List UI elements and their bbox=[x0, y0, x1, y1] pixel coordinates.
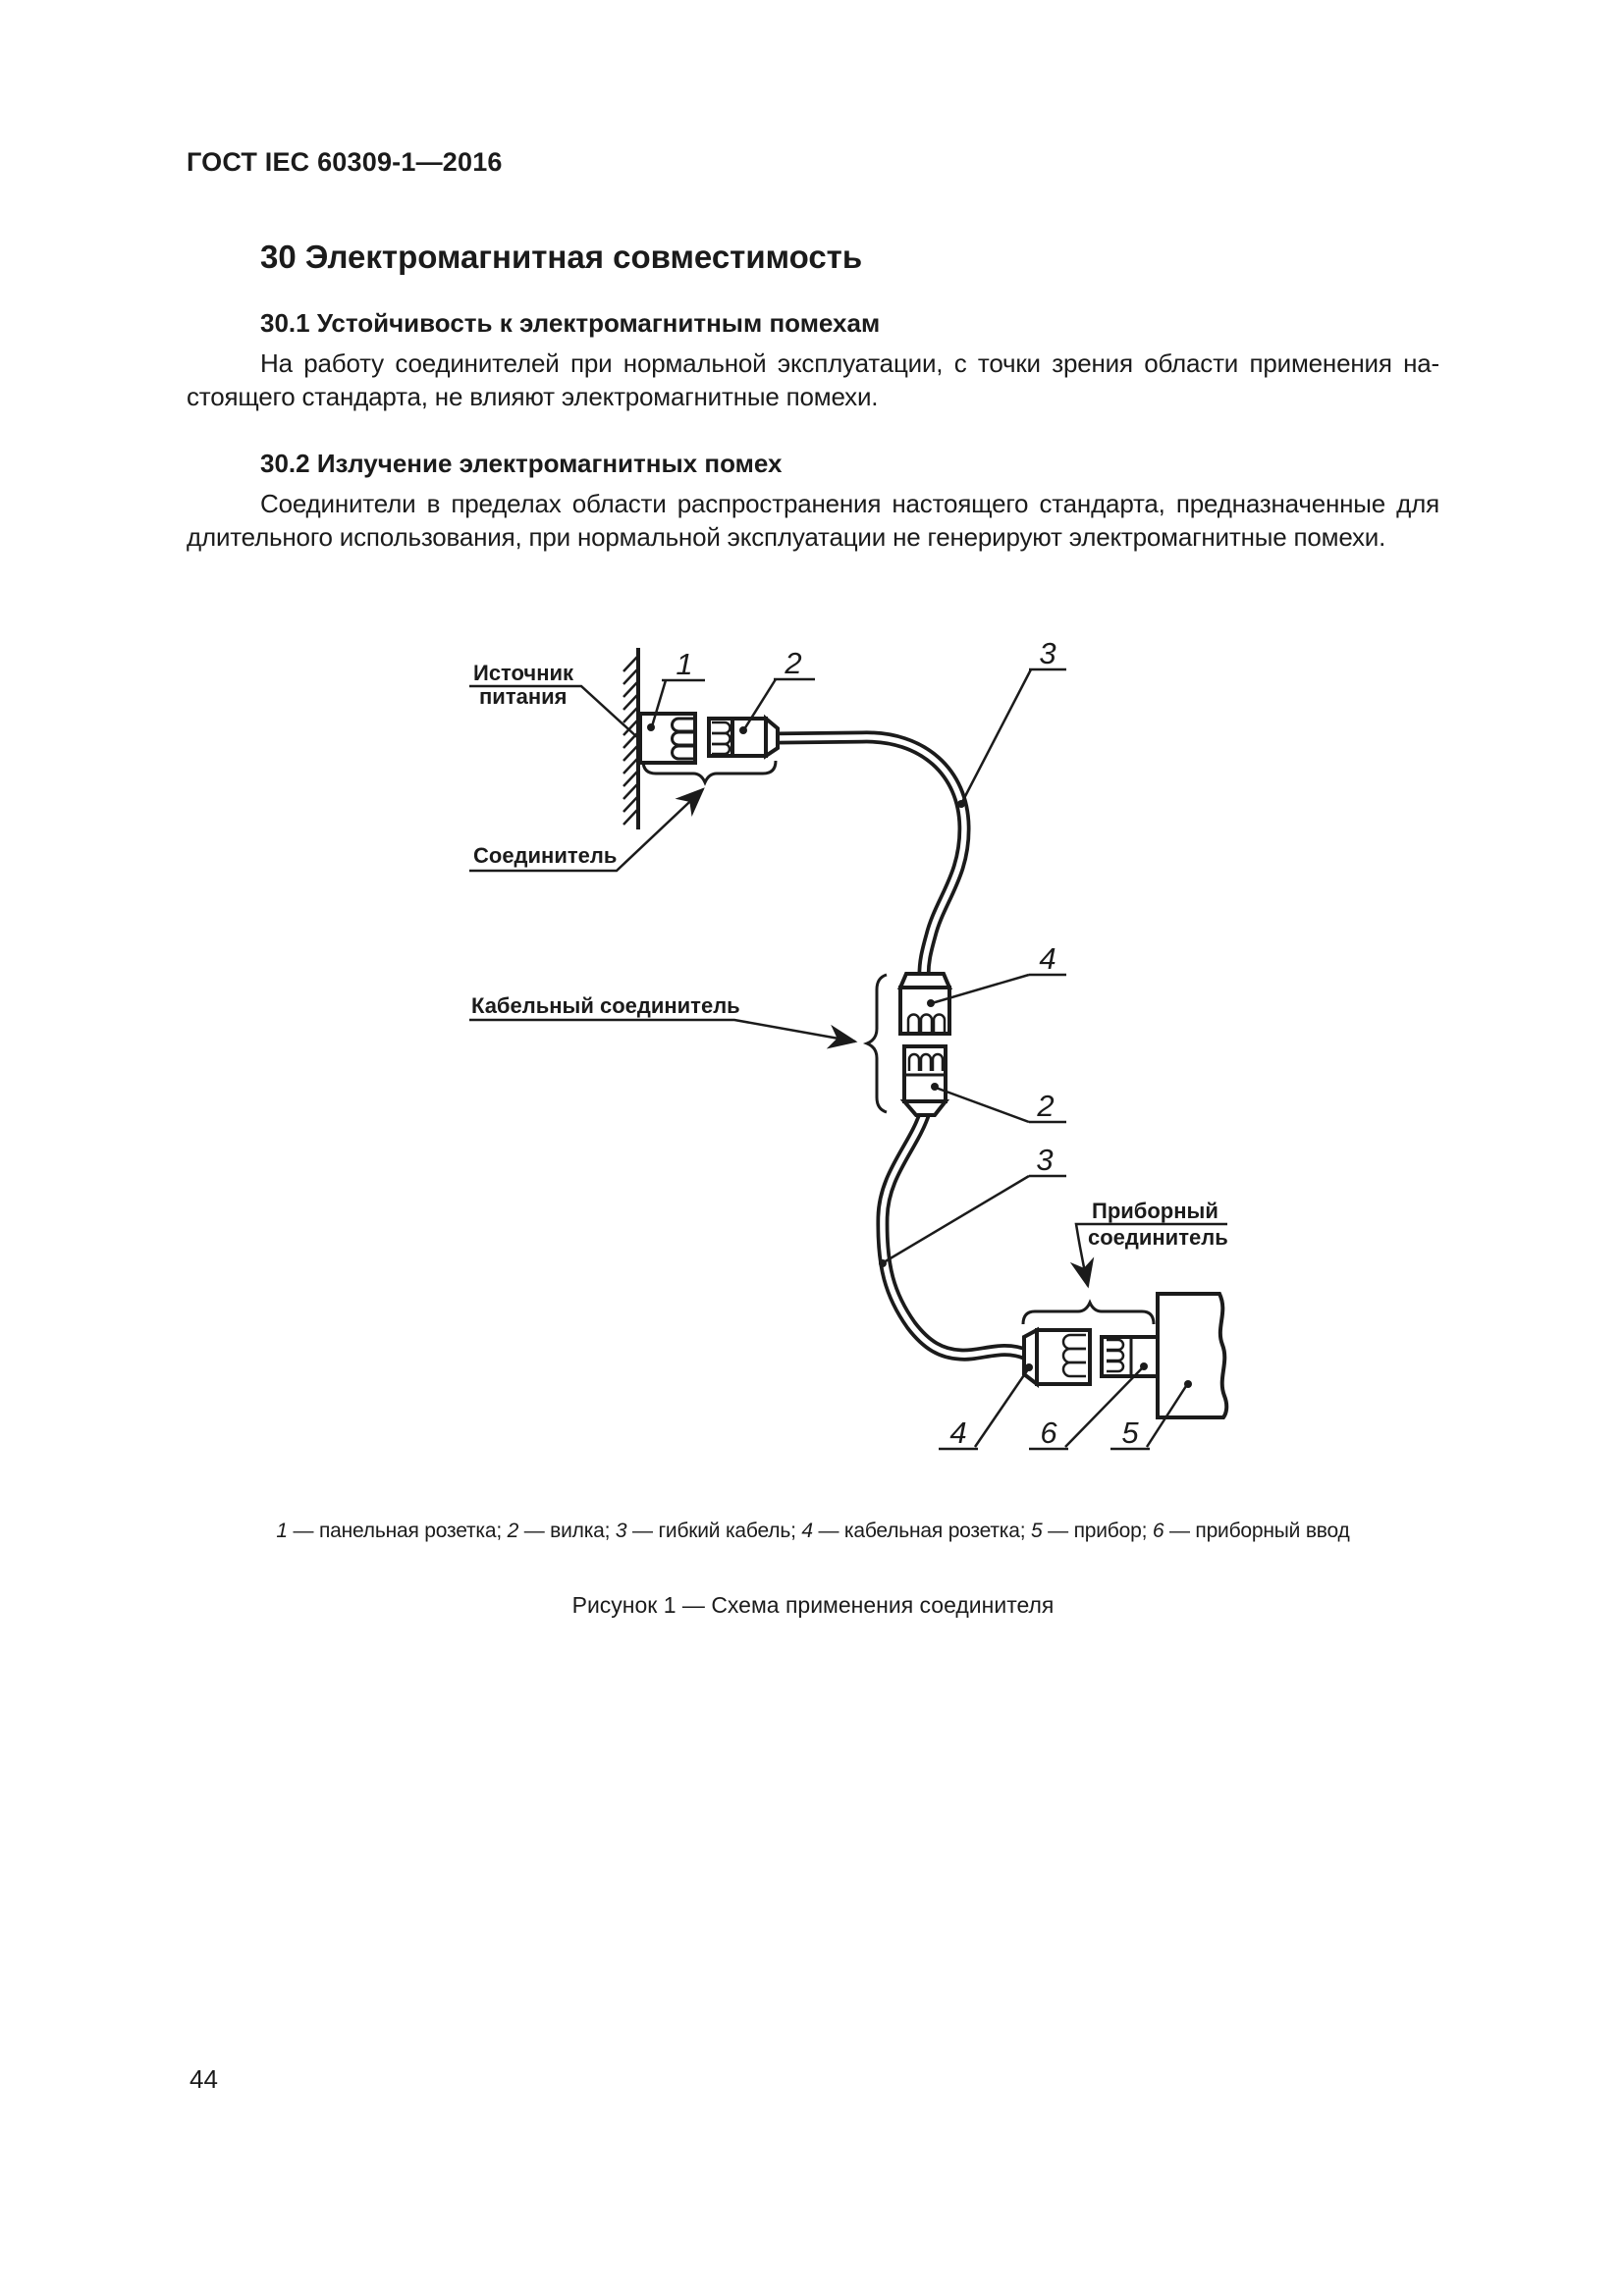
figure-caption: Рисунок 1 — Схема применения соединителя bbox=[571, 1592, 1055, 1618]
callout-underlines bbox=[662, 667, 1150, 1451]
appliance-inlet bbox=[1100, 1335, 1160, 1378]
cable-socket-middle bbox=[896, 972, 953, 1036]
cable-socket-middle-contacts bbox=[906, 1013, 947, 1032]
label-leaders bbox=[469, 684, 1227, 1289]
connector-application-schema: 1 2 3 4 2 3 4 6 5 Источник питания Соеди… bbox=[469, 636, 1229, 1451]
connector-brace bbox=[641, 760, 778, 786]
document-header: ГОСТ IEC 60309-1—2016 bbox=[187, 147, 503, 177]
cable-connector-brace bbox=[862, 973, 888, 1114]
callout-1: 1 bbox=[676, 647, 692, 681]
paragraph-30-1-line2: стоящего стандарта, не влияют электромаг… bbox=[187, 382, 879, 411]
callout-5-bottom: 5 bbox=[1121, 1415, 1139, 1450]
flexible-cable-lower bbox=[876, 1109, 1030, 1362]
callout-6-bottom: 6 bbox=[1040, 1415, 1057, 1450]
plug-middle bbox=[899, 1044, 950, 1117]
callout-2-middle: 2 bbox=[1036, 1089, 1054, 1123]
label-cable-connector: Кабельный соединитель bbox=[471, 993, 740, 1018]
panel-socket-contacts bbox=[671, 717, 693, 761]
label-power-source-line2: питания bbox=[479, 684, 567, 709]
subsection-title-30-1: 30.1 Устойчивость к электромагнитным пом… bbox=[260, 308, 881, 338]
label-connector: Соединитель bbox=[473, 843, 617, 868]
paragraph-30-1-line1: На работу соединителей при нормальной эк… bbox=[260, 348, 1439, 378]
callout-3-top: 3 bbox=[1039, 636, 1056, 670]
callout-3-middle: 3 bbox=[1036, 1143, 1053, 1177]
appliance-connector-brace bbox=[1021, 1299, 1156, 1325]
appliance-box bbox=[1156, 1292, 1229, 1419]
callout-4-bottom: 4 bbox=[949, 1415, 966, 1450]
callout-2-top: 2 bbox=[784, 646, 801, 680]
callout-leaders bbox=[647, 668, 1192, 1448]
plug-middle-pins bbox=[907, 1052, 945, 1071]
wall-hatching bbox=[623, 655, 639, 826]
paragraph-30-2-line2: длительного использования, при нормально… bbox=[187, 522, 1386, 552]
cable-socket-bottom bbox=[1022, 1326, 1092, 1389]
paragraph-30-2-line1: Соединители в пределах области распростр… bbox=[260, 489, 1439, 518]
appliance-inlet-pins bbox=[1107, 1338, 1125, 1373]
figure-1-diagram: 1 2 3 4 2 3 4 6 5 Источник питания Соеди… bbox=[412, 618, 1276, 1463]
label-appliance-connector-line2: соединитель bbox=[1088, 1225, 1228, 1250]
label-appliance-connector-line1: Приборный bbox=[1092, 1199, 1218, 1223]
plug-upper-pins bbox=[712, 721, 731, 756]
flexible-cable-upper bbox=[775, 730, 971, 976]
section-title: 30 Электромагнитная совместимость bbox=[260, 239, 863, 275]
page-number: 44 bbox=[189, 2064, 218, 2094]
plug-upper bbox=[707, 714, 780, 760]
callout-4-middle: 4 bbox=[1039, 941, 1056, 976]
panel-socket bbox=[638, 712, 697, 765]
subsection-title-30-2: 30.2 Излучение электромагнитных помех bbox=[260, 449, 783, 478]
figure-legend: 1 — панельная розетка; 2 — вилка; 3 — ги… bbox=[276, 1520, 1350, 1542]
cable-socket-bottom-contacts bbox=[1061, 1333, 1086, 1378]
label-power-source-line1: Источник bbox=[473, 661, 574, 685]
wall bbox=[623, 648, 640, 829]
